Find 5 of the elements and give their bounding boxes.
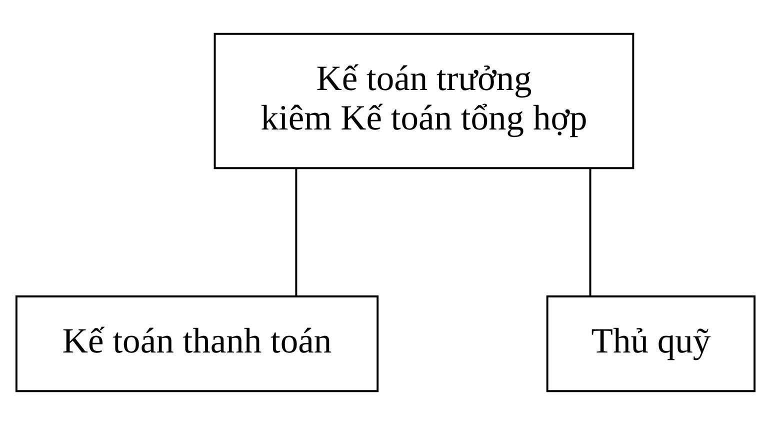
connector	[589, 168, 592, 296]
node-box: Thủ quỹ	[546, 295, 756, 392]
node-box: Kế toán trưởng kiêm Kế toán tổng hợp	[214, 32, 634, 170]
node-box: Kế toán thanh toán	[15, 295, 379, 392]
connector	[295, 168, 298, 296]
